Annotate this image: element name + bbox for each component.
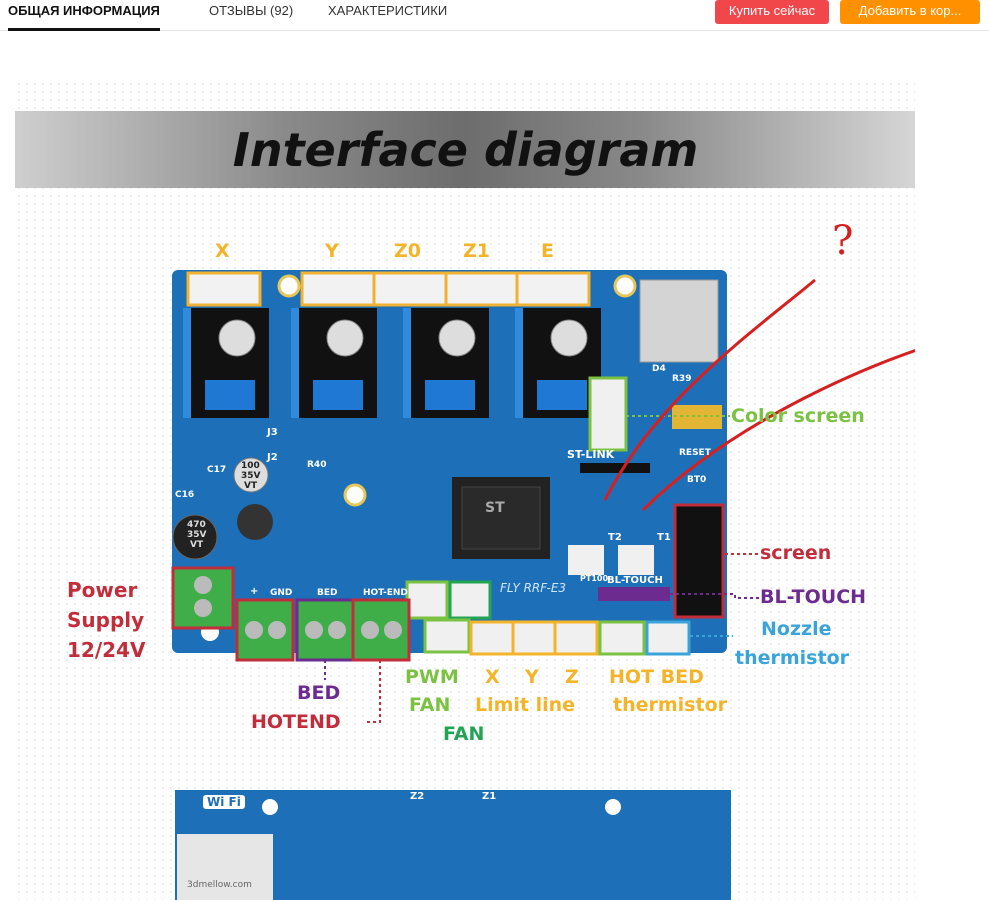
label-bl-touch: BL-TOUCH (760, 586, 867, 608)
label-supply: Supply (67, 608, 145, 632)
label-limit-z: Z (565, 666, 579, 688)
limit-z-header (553, 620, 599, 656)
stepper-y-connector (300, 271, 376, 307)
stepper-e-connector (515, 271, 591, 307)
fan-header (448, 580, 492, 620)
silk-gnd: GND (270, 588, 293, 598)
label-hotend: HOTEND (251, 711, 341, 733)
mounting-hole (277, 274, 301, 298)
silk-cap-100: 100 (241, 461, 260, 471)
mounting-hole (343, 483, 367, 507)
silk-d4: D4 (652, 364, 666, 374)
silk-reset: RESET (679, 448, 711, 458)
st-link-header (580, 463, 650, 473)
silk-bed: BED (317, 588, 338, 598)
stepper-z0-connector (372, 271, 448, 307)
wifi-badge: Wi Fi (203, 795, 245, 809)
silk-cap-470: 470 (187, 520, 206, 530)
inductor (237, 504, 273, 540)
stepper-label-z1: Z1 (463, 240, 490, 262)
label-color-screen: Color screen (731, 405, 865, 427)
label-pwm: PWM (405, 666, 459, 688)
silk-cap-35v-b: 35V (187, 530, 207, 540)
silk-z1-second: Z1 (482, 791, 497, 802)
label-limit-y: Y (525, 666, 539, 688)
handwritten-annotations (603, 278, 915, 512)
board-diagram (171, 270, 915, 900)
silk-t1: T1 (657, 532, 671, 543)
usb-connector (672, 405, 722, 429)
label-bed-thermistor: thermistor (613, 694, 727, 716)
product-tab-bar: Общая информация Отзывы (92) Характерист… (0, 0, 989, 31)
label-limit-x: X (485, 666, 500, 688)
add-to-cart-button[interactable]: Добавить в кор... (840, 0, 980, 24)
stepper-label-x: X (215, 240, 230, 262)
label-pwm-fan: FAN (409, 694, 451, 716)
silk-j3: J3 (267, 427, 278, 438)
silk-hotend: HOT-END (363, 588, 408, 598)
silk-st-link: ST-LINK (567, 448, 615, 461)
silk-z2: Z2 (410, 791, 425, 802)
tab-reviews[interactable]: Отзывы (92) (209, 3, 294, 18)
silk-c16: C16 (175, 490, 195, 500)
label-bed: BED (297, 682, 341, 704)
buy-now-button[interactable]: Купить сейчас (715, 0, 829, 24)
silk-r39: R39 (672, 374, 692, 384)
diagram-banner: Interface diagram (15, 111, 915, 188)
pwm-fan-header (405, 580, 449, 620)
wifi-module (177, 834, 273, 900)
label-voltage: 12/24V (67, 638, 146, 662)
limit-x-header (469, 620, 515, 656)
silk-plus: + (250, 586, 259, 597)
label-limit-line: Limit line (475, 694, 576, 716)
product-description-image: Interface diagram (15, 80, 915, 900)
hot-bed-thermistor-header (598, 620, 646, 656)
tab-general-info[interactable]: Общая информация (8, 0, 160, 31)
silk-bt0: BT0 (687, 475, 707, 485)
silk-pt100: PT100 (580, 574, 609, 583)
tab-specifications[interactable]: Характеристики (328, 3, 448, 18)
silk-c17: C17 (207, 465, 227, 475)
label-fan: FAN (443, 723, 485, 745)
nozzle-thermistor-header (645, 620, 691, 656)
silk-cap-vt-b: VT (190, 540, 204, 550)
stepper-label-y: Y (325, 240, 339, 262)
silk-bl-touch: BL-TOUCH (607, 575, 663, 586)
diagram-title: Interface diagram (232, 123, 699, 177)
wifi-module-text: 3dmellow.com (187, 880, 252, 890)
fan2-header (423, 618, 471, 654)
mounting-hole (613, 274, 637, 298)
stepper-drivers (183, 308, 601, 418)
silk-j2: J2 (267, 452, 278, 463)
silk-cap-35v: 35V (241, 471, 261, 481)
stepper-label-e: E (541, 240, 554, 262)
label-hot-bed: HOT BED (609, 666, 704, 688)
mcu-logo: ST (485, 500, 505, 516)
limit-y-header (511, 620, 557, 656)
board-name: FLY RRF-E3 (500, 581, 567, 595)
t2-header (568, 545, 604, 575)
label-screen: screen (760, 542, 832, 564)
capacitor-100uf (233, 457, 269, 493)
stepper-z1-connector (444, 271, 520, 307)
handwritten-question-1: ? (832, 218, 854, 264)
t1-header (618, 545, 654, 575)
color-screen-header (588, 376, 628, 452)
stepper-label-z0: Z0 (394, 240, 421, 262)
silk-t2: T2 (608, 532, 622, 543)
bl-touch-header (598, 587, 670, 601)
label-nozzle: Nozzle (761, 618, 832, 640)
capacitor-470uf (172, 514, 218, 560)
label-nozzle-thermistor: thermistor (735, 647, 849, 669)
silk-cap-vt: VT (244, 481, 258, 491)
stepper-x-connector (186, 271, 262, 307)
label-power: Power (67, 578, 138, 602)
silk-r40: R40 (307, 460, 327, 470)
sd-card-slot (639, 279, 719, 363)
screen-header (673, 503, 725, 619)
